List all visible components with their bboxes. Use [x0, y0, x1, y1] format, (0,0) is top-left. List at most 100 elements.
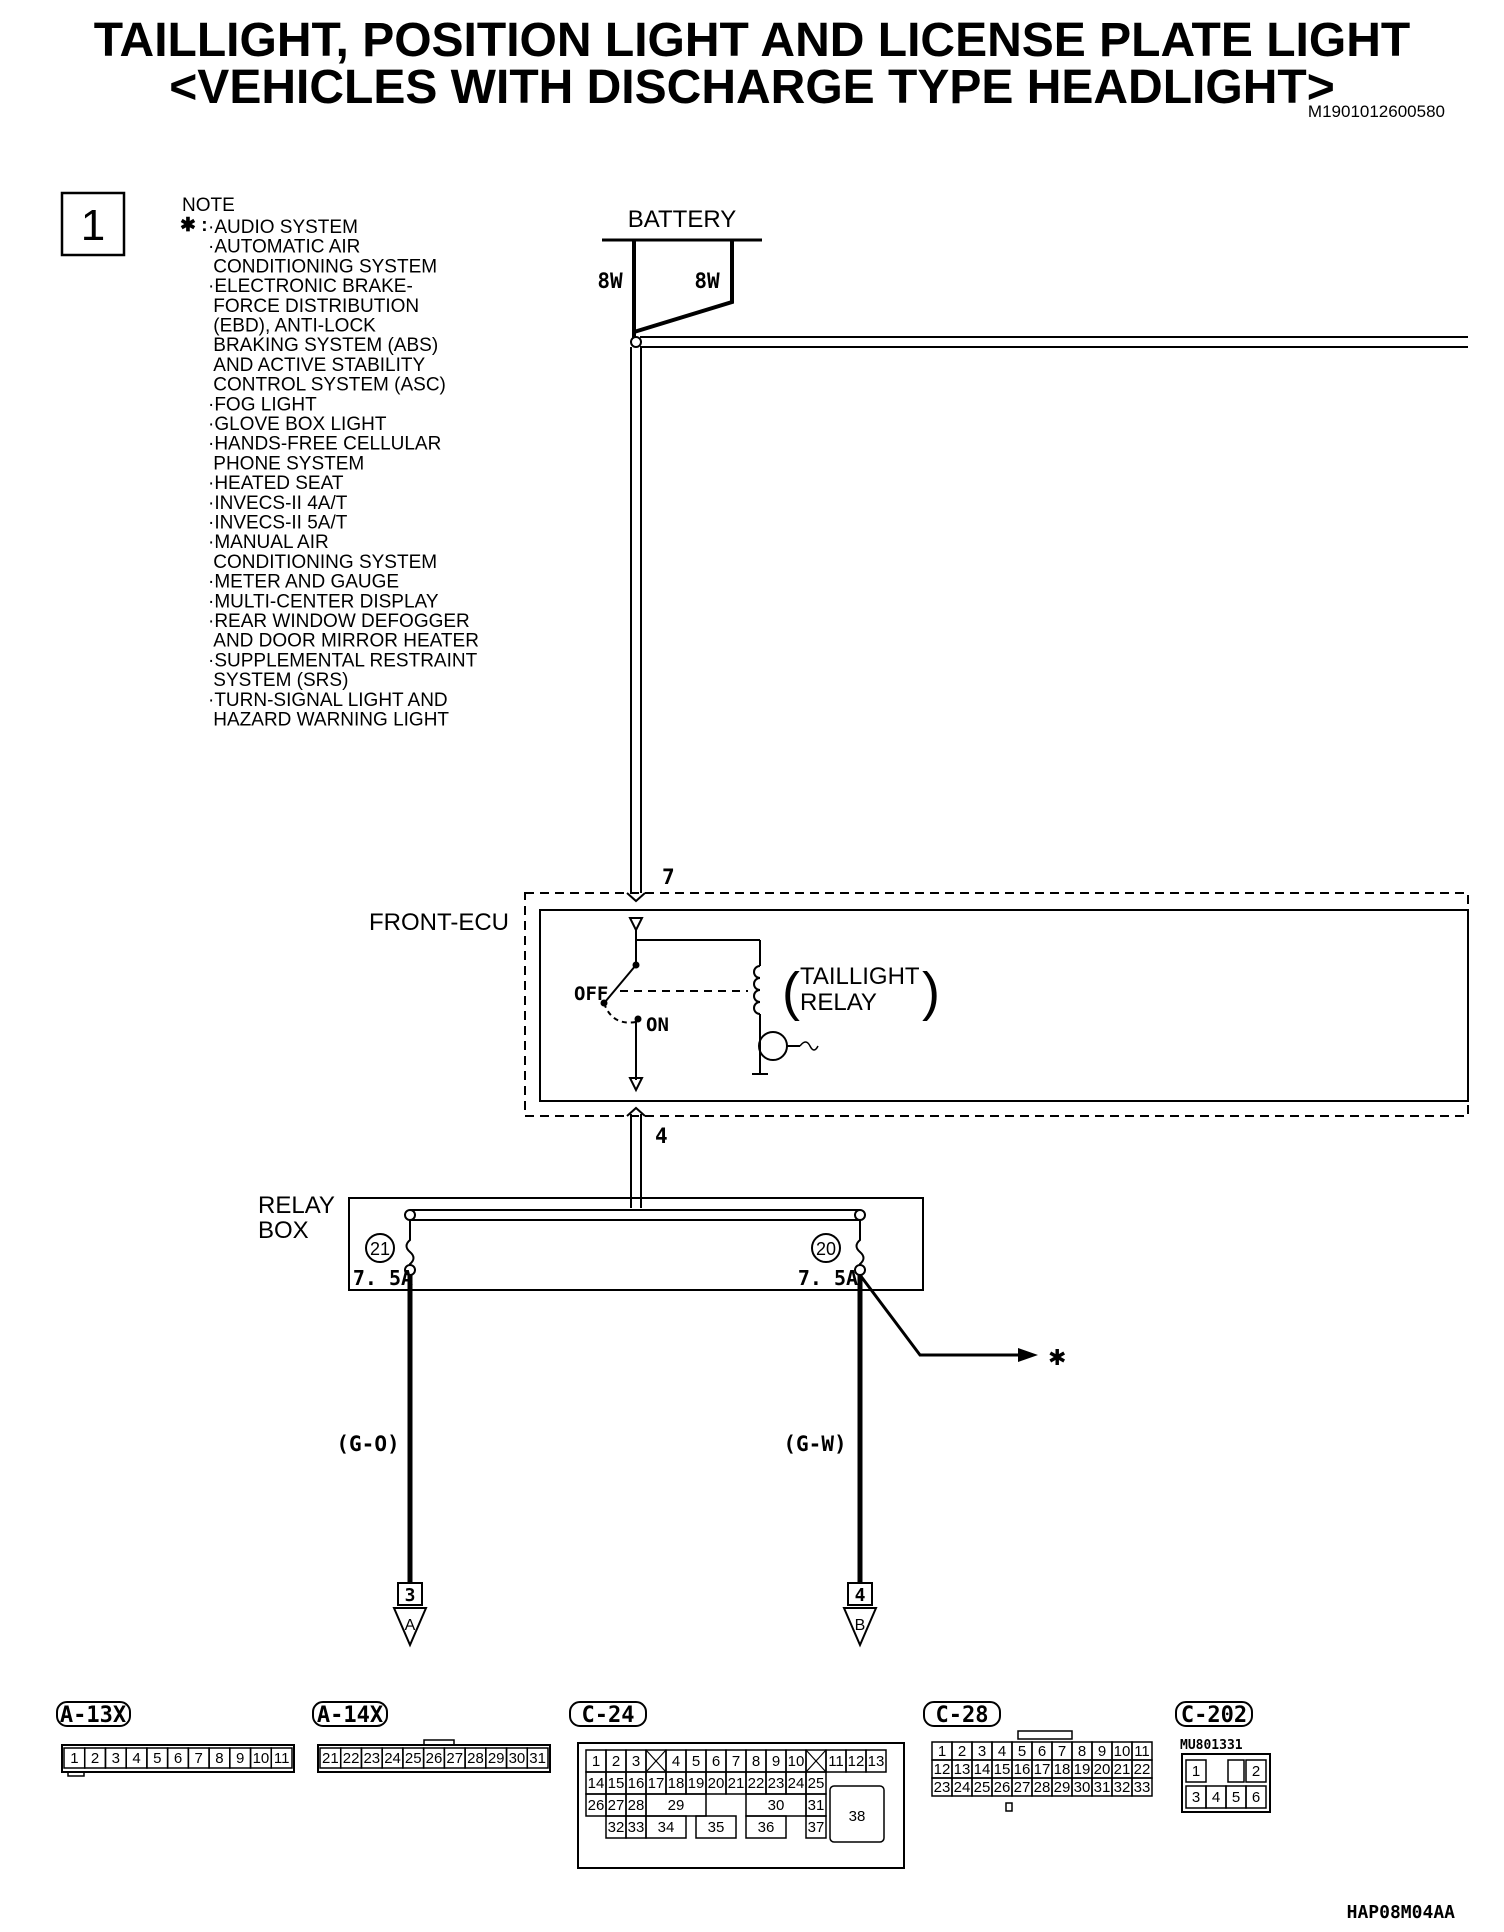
c24-pin: 12	[848, 1753, 865, 1770]
c24-pin: 31	[808, 1797, 825, 1814]
c24-pin: 23	[768, 1775, 785, 1792]
c24-pin: 2	[612, 1753, 620, 1770]
a14x-label: A-14X	[317, 1703, 383, 1728]
c24-pin: 5	[692, 1753, 700, 1770]
switch-off-label: OFF	[574, 983, 608, 1005]
note-item: ·TURN-SIGNAL LIGHT AND	[208, 690, 448, 711]
page-number-box	[60, 191, 126, 257]
c24-blank-mark	[645, 1749, 667, 1773]
a13x-key	[67, 1771, 85, 1777]
c24-pin: 21	[728, 1775, 745, 1792]
c28-label: C-28	[936, 1703, 989, 1728]
c28-pin: 23	[934, 1779, 951, 1796]
c24-pin: 9	[772, 1753, 780, 1770]
note-item: ·MANUAL AIR	[208, 532, 329, 553]
a13x-pin: 1	[70, 1750, 78, 1767]
c28-pin: 24	[954, 1779, 971, 1796]
c28-pin: 6	[1038, 1743, 1046, 1760]
note-item: ·MULTI-CENTER DISPLAY	[208, 591, 439, 612]
note-item: CONTROL SYSTEM (ASC)	[208, 375, 446, 396]
note-item: ·INVECS-II 4A/T	[208, 493, 348, 514]
fuse-left-number-circle	[365, 1233, 395, 1263]
c28-pin: 27	[1014, 1779, 1031, 1796]
note-item: ·METER AND GAUGE	[208, 572, 399, 593]
a14x-pin: 29	[488, 1750, 505, 1767]
a13x-pin: 7	[195, 1750, 203, 1767]
c24-pin: 34	[658, 1819, 675, 1836]
relay-coil	[753, 965, 761, 1015]
c202-pin: 2	[1252, 1763, 1260, 1780]
c202-label: C-202	[1181, 1703, 1247, 1728]
front-ecu-inner	[539, 909, 1469, 1102]
c28-pin: 19	[1074, 1761, 1091, 1778]
c24-pin: 29	[668, 1797, 685, 1814]
note-marker: ✱ :	[180, 215, 208, 236]
c24-pin: 35	[708, 1819, 725, 1836]
fuse-left-rating: 7. 5A	[353, 1266, 413, 1290]
c24-outline	[577, 1742, 905, 1869]
c28-pin: 10	[1114, 1743, 1131, 1760]
note-item: (EBD), ANTI-LOCK	[208, 316, 376, 337]
c28-pin: 8	[1078, 1743, 1086, 1760]
c24-pin-38-frame	[829, 1785, 885, 1843]
a14x-pin: 23	[363, 1750, 380, 1767]
terminal-a-arrow	[392, 1607, 428, 1648]
c202-key	[1227, 1759, 1245, 1783]
note-item: ·INVECS-II 5A/T	[208, 513, 348, 534]
note-item: HAZARD WARNING LIGHT	[208, 710, 449, 731]
note-item: FORCE DISTRIBUTION	[208, 296, 419, 317]
c24-pin: 24	[788, 1775, 805, 1792]
a14x-key	[423, 1739, 455, 1746]
terminal-3-box	[397, 1582, 423, 1606]
relay-transistor-lead	[799, 1041, 819, 1051]
c202-pin-frame	[1245, 1785, 1267, 1809]
ecu-pin-out: 4	[655, 1124, 668, 1148]
relay-box-label-line2: BOX	[258, 1217, 309, 1244]
a13x-pin: 3	[112, 1750, 120, 1767]
note-item: BRAKING SYSTEM (ABS)	[208, 335, 438, 356]
c28-pin: 16	[1014, 1761, 1031, 1778]
c28-pin: 29	[1054, 1779, 1071, 1796]
c24-pin: 16	[628, 1775, 645, 1792]
c28-key	[1017, 1730, 1073, 1740]
note-item: ·AUDIO SYSTEM	[208, 217, 358, 238]
c28-pin: 18	[1054, 1761, 1071, 1778]
fuse-left-element	[405, 1220, 415, 1265]
ecu-pin-in: 7	[662, 865, 675, 889]
ecu-in-connector	[626, 892, 646, 903]
battery-label: BATTERY	[628, 206, 736, 233]
c28-pin: 4	[998, 1743, 1006, 1760]
battery-junction	[630, 336, 642, 348]
c24-pin-frame	[695, 1815, 737, 1839]
c28-pin: 25	[974, 1779, 991, 1796]
c202-pin: 5	[1232, 1789, 1240, 1806]
c202-pin-frame	[1245, 1759, 1267, 1783]
note-item: ·FOG LIGHT	[208, 394, 317, 415]
wire-g-o-label: (G-O)	[336, 1432, 399, 1456]
terminal-3-number: 3	[405, 1585, 416, 1606]
c28-pin: 12	[934, 1761, 951, 1778]
a14x-pin: 22	[343, 1750, 360, 1767]
ecu-input-arrow	[628, 917, 644, 933]
c24-pin: 7	[732, 1753, 740, 1770]
document-id: M1901012600580	[1308, 102, 1445, 121]
c28-pin: 21	[1114, 1761, 1131, 1778]
relay-label-line2: RELAY	[800, 989, 877, 1016]
c28-pin: 2	[958, 1743, 966, 1760]
terminal-a-letter: A	[405, 1617, 416, 1634]
front-ecu-outline	[524, 892, 1469, 1117]
c28-pin: 5	[1018, 1743, 1026, 1760]
switch-on-path	[603, 1002, 637, 1024]
fuse-right-number: 20	[816, 1239, 836, 1259]
c24-pin-frame	[745, 1815, 787, 1839]
switch-on-label: ON	[646, 1014, 669, 1036]
c28-pin: 9	[1098, 1743, 1106, 1760]
battery-wire-right	[633, 240, 734, 334]
ecu-out-connector	[626, 1106, 646, 1117]
c28-pin: 13	[954, 1761, 971, 1778]
front-ecu-label: FRONT-ECU	[369, 909, 509, 936]
